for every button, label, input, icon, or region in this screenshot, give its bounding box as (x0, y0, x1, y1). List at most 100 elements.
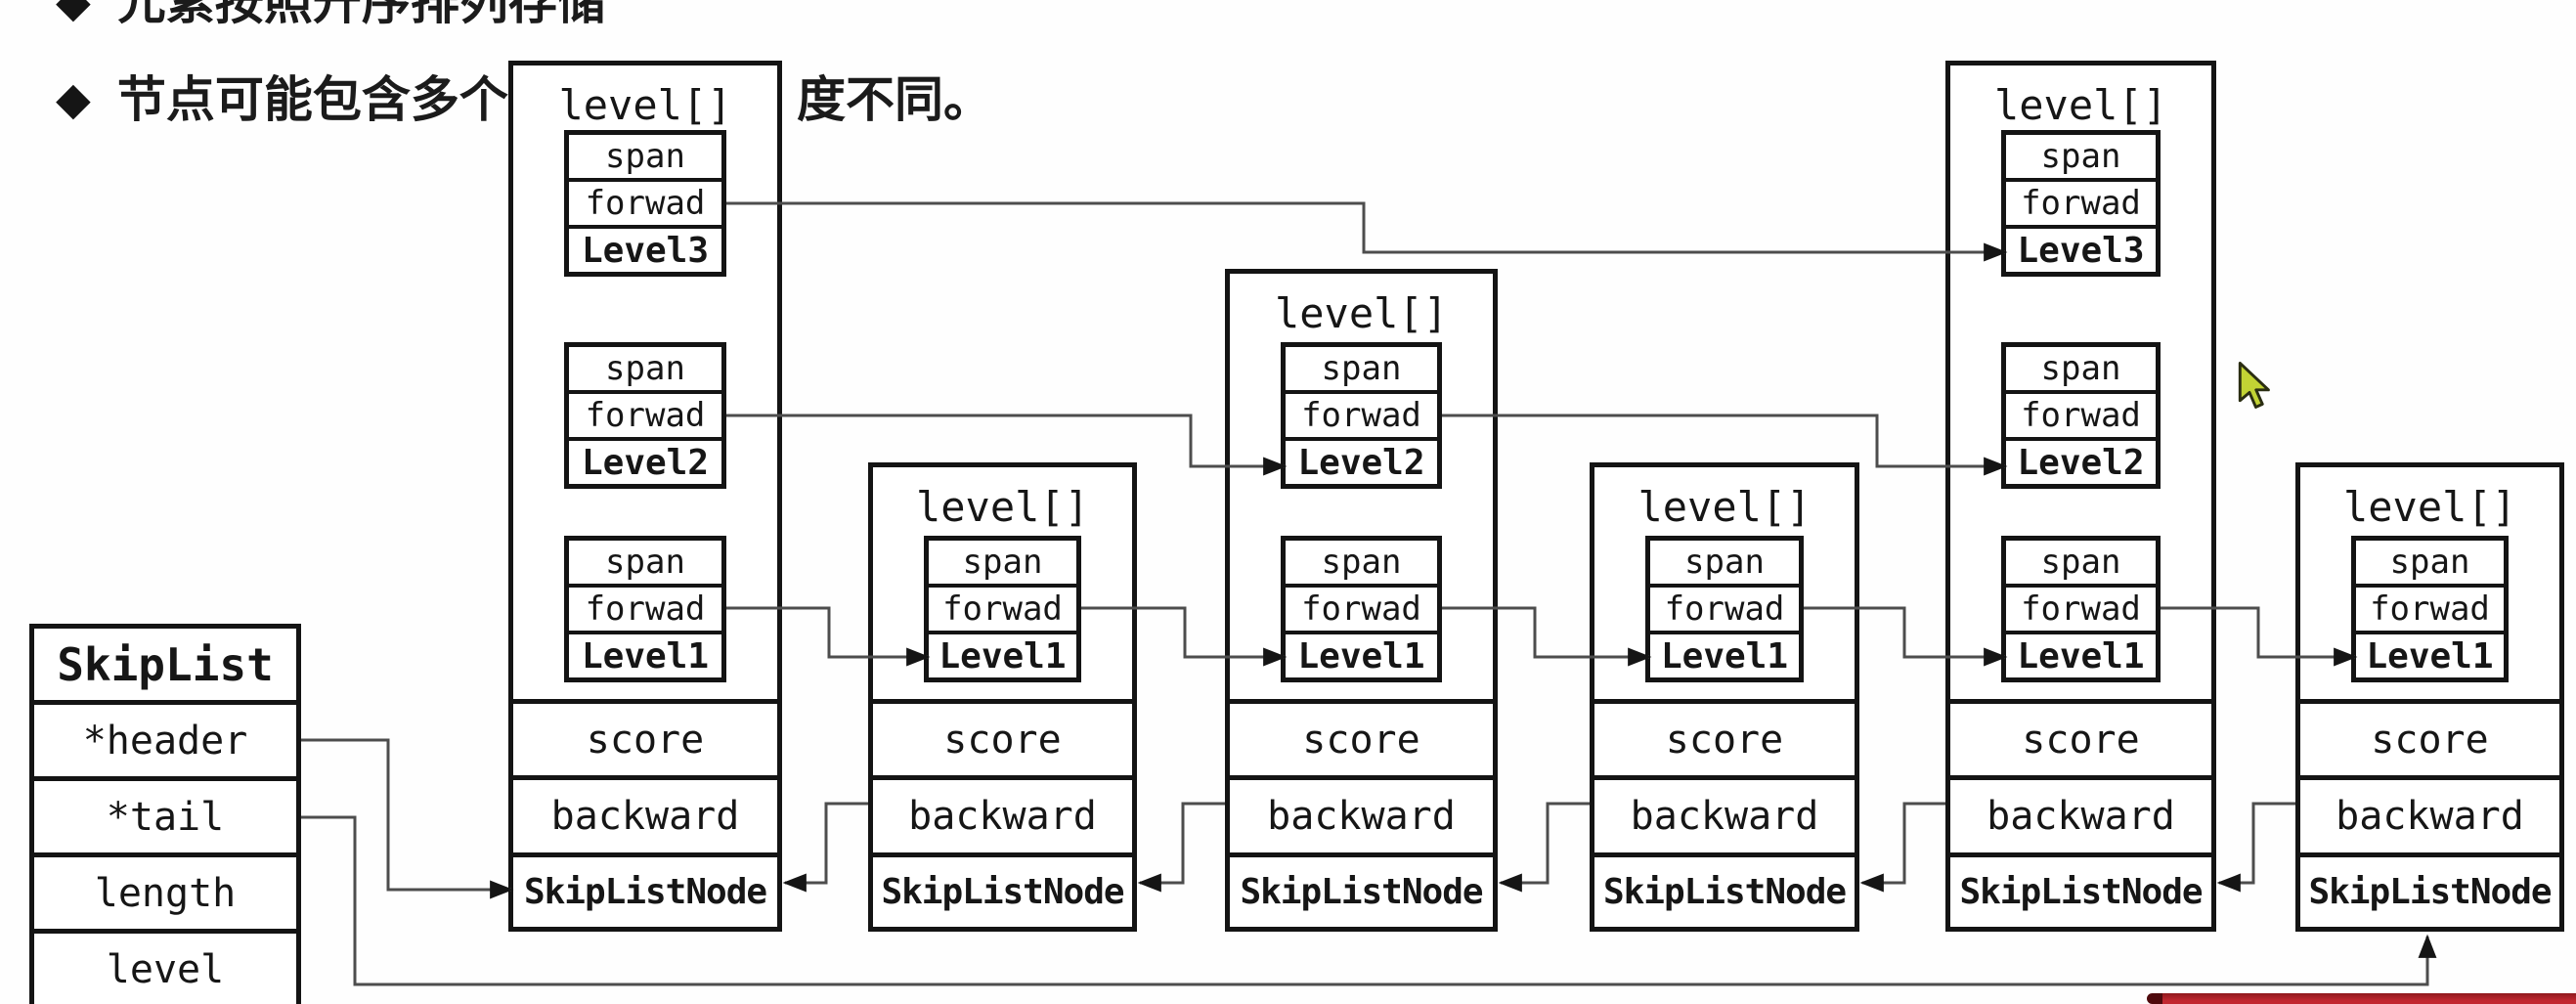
level-label: Level1 (929, 631, 1076, 677)
bullet-line-2: ◆ 节点可能包含多个 (57, 72, 508, 129)
level-label: Level1 (1286, 631, 1437, 677)
forward-cell: forwad (569, 584, 721, 631)
level-entry-box: span forwad Level1 (1281, 536, 1442, 682)
skiplist-field-level: level (34, 929, 296, 1004)
node-bottom-rows: score backward SkipListNode (1950, 699, 2211, 927)
node-bottom-rows: score backward SkipListNode (873, 699, 1132, 927)
level-entry-box: span forwad Level2 (1281, 342, 1442, 489)
backward-cell: backward (1594, 775, 1855, 852)
diamond-bullet-icon: ◆ (57, 0, 90, 26)
forward-cell: forwad (569, 390, 721, 437)
span-cell: span (605, 349, 685, 388)
backward-cell: backward (1950, 775, 2211, 852)
node-type-label: SkipListNode (1230, 852, 1493, 927)
level-label: Level1 (2006, 631, 2156, 677)
forward-cell: forwad (1650, 584, 1799, 631)
span-cell: span (2040, 543, 2121, 582)
level-entry-box: span forwad Level3 (564, 130, 726, 277)
backward-cell: backward (1230, 775, 1493, 852)
backward-cell: backward (873, 775, 1132, 852)
level-array-title: level[] (915, 483, 1089, 531)
level-label: Level2 (569, 437, 721, 484)
level-entry-box: span forwad Level1 (2351, 536, 2509, 682)
span-cell: span (1321, 543, 1402, 582)
bullet-text-2: 节点可能包含多个 (116, 72, 508, 127)
forward-arrow-n1l3-n5l3 (726, 201, 2008, 262)
score-cell: score (2300, 699, 2559, 775)
skiplist-node-1: level[] span forwad Level3 span forwad L… (508, 61, 782, 932)
bullet-line-1: ◆ 元素按照升序排列存储 (57, 0, 606, 31)
skiplist-title: SkipList (57, 637, 274, 691)
level-label: Level2 (2006, 437, 2156, 484)
score-cell: score (513, 699, 777, 775)
node-type-label: SkipListNode (2300, 852, 2559, 927)
level-entry-box: span forwad Level2 (2001, 342, 2161, 489)
backward-arrow-n6-n5 (2216, 802, 2295, 893)
node-type-label: SkipListNode (513, 852, 777, 927)
level-entry-box: span forwad Level1 (924, 536, 1081, 682)
forward-cell: forwad (569, 178, 721, 225)
level-array-title: level[] (1637, 483, 1812, 531)
skiplist-node-2: level[] span forwad Level1 score backwar… (868, 462, 1137, 932)
skiplist-field-tail: *tail (34, 776, 296, 852)
span-cell: span (1321, 349, 1402, 388)
span-cell: span (605, 137, 685, 176)
forward-cell: forwad (1286, 584, 1437, 631)
skiplist-node-3: level[] span forwad Level2 span forwad L… (1225, 269, 1498, 932)
header-pointer-arrow (301, 738, 514, 899)
bullet-text-1: 元素按照升序排列存储 (116, 0, 606, 29)
skiplist-struct-box: SkipList *header *tail length level (29, 624, 301, 1004)
level-array-title: level[] (1274, 289, 1448, 337)
forward-cell: forwad (1286, 390, 1437, 437)
level-label: Level3 (569, 225, 721, 272)
level-label: Level1 (1650, 631, 1799, 677)
backward-cell: backward (513, 775, 777, 852)
node-bottom-rows: score backward SkipListNode (1230, 699, 1493, 927)
forward-cell: forwad (2006, 178, 2156, 225)
level-entry-box: span forwad Level3 (2001, 130, 2161, 277)
backward-arrow-n2-n1 (782, 802, 868, 893)
forward-cell: forwad (929, 584, 1076, 631)
level-entry-box: span forwad Level1 (2001, 536, 2161, 682)
node-bottom-rows: score backward SkipListNode (2300, 699, 2559, 927)
level-array-title: level[] (1993, 81, 2167, 129)
backward-cell: backward (2300, 775, 2559, 852)
span-cell: span (2040, 349, 2121, 388)
level-entry-box: span forwad Level1 (564, 536, 726, 682)
skiplist-field-length: length (34, 852, 296, 929)
span-cell: span (2040, 137, 2121, 176)
level-label: Level1 (2356, 631, 2504, 677)
node-type-label: SkipListNode (873, 852, 1132, 927)
span-cell: span (962, 543, 1043, 582)
level-label: Level1 (569, 631, 721, 677)
span-cell: span (2389, 543, 2470, 582)
level-label: Level3 (2006, 225, 2156, 272)
forward-cell: forwad (2356, 584, 2504, 631)
backward-arrow-n5-n4 (1859, 802, 1945, 893)
forward-arrow-n1l2-n3l2 (726, 414, 1288, 476)
skiplist-node-5: level[] span forwad Level3 span forwad L… (1945, 61, 2216, 932)
level-label: Level2 (1286, 437, 1437, 484)
diamond-bullet-icon: ◆ (57, 75, 90, 124)
score-cell: score (1594, 699, 1855, 775)
node-bottom-rows: score backward SkipListNode (513, 699, 777, 927)
forward-arrow-n3l2-n5l2 (1442, 414, 2008, 476)
level-array-title: level[] (558, 81, 732, 129)
span-cell: span (605, 543, 685, 582)
span-cell: span (1684, 543, 1765, 582)
node-type-label: SkipListNode (1594, 852, 1855, 927)
skiplist-field-header: *header (34, 700, 296, 776)
mouse-cursor-icon (2238, 362, 2270, 409)
node-type-label: SkipListNode (1950, 852, 2211, 927)
backward-arrow-n4-n3 (1498, 802, 1590, 893)
score-cell: score (1230, 699, 1493, 775)
skiplist-node-6: level[] span forwad Level1 score backwar… (2295, 462, 2564, 932)
bullet-text-2-continued: 度不同。 (797, 72, 992, 127)
score-cell: score (1950, 699, 2211, 775)
backward-arrow-n3-n2 (1137, 802, 1225, 893)
forward-cell: forwad (2006, 390, 2156, 437)
node-bottom-rows: score backward SkipListNode (1594, 699, 1855, 927)
level-entry-box: span forwad Level1 (1645, 536, 1804, 682)
forward-cell: forwad (2006, 584, 2156, 631)
